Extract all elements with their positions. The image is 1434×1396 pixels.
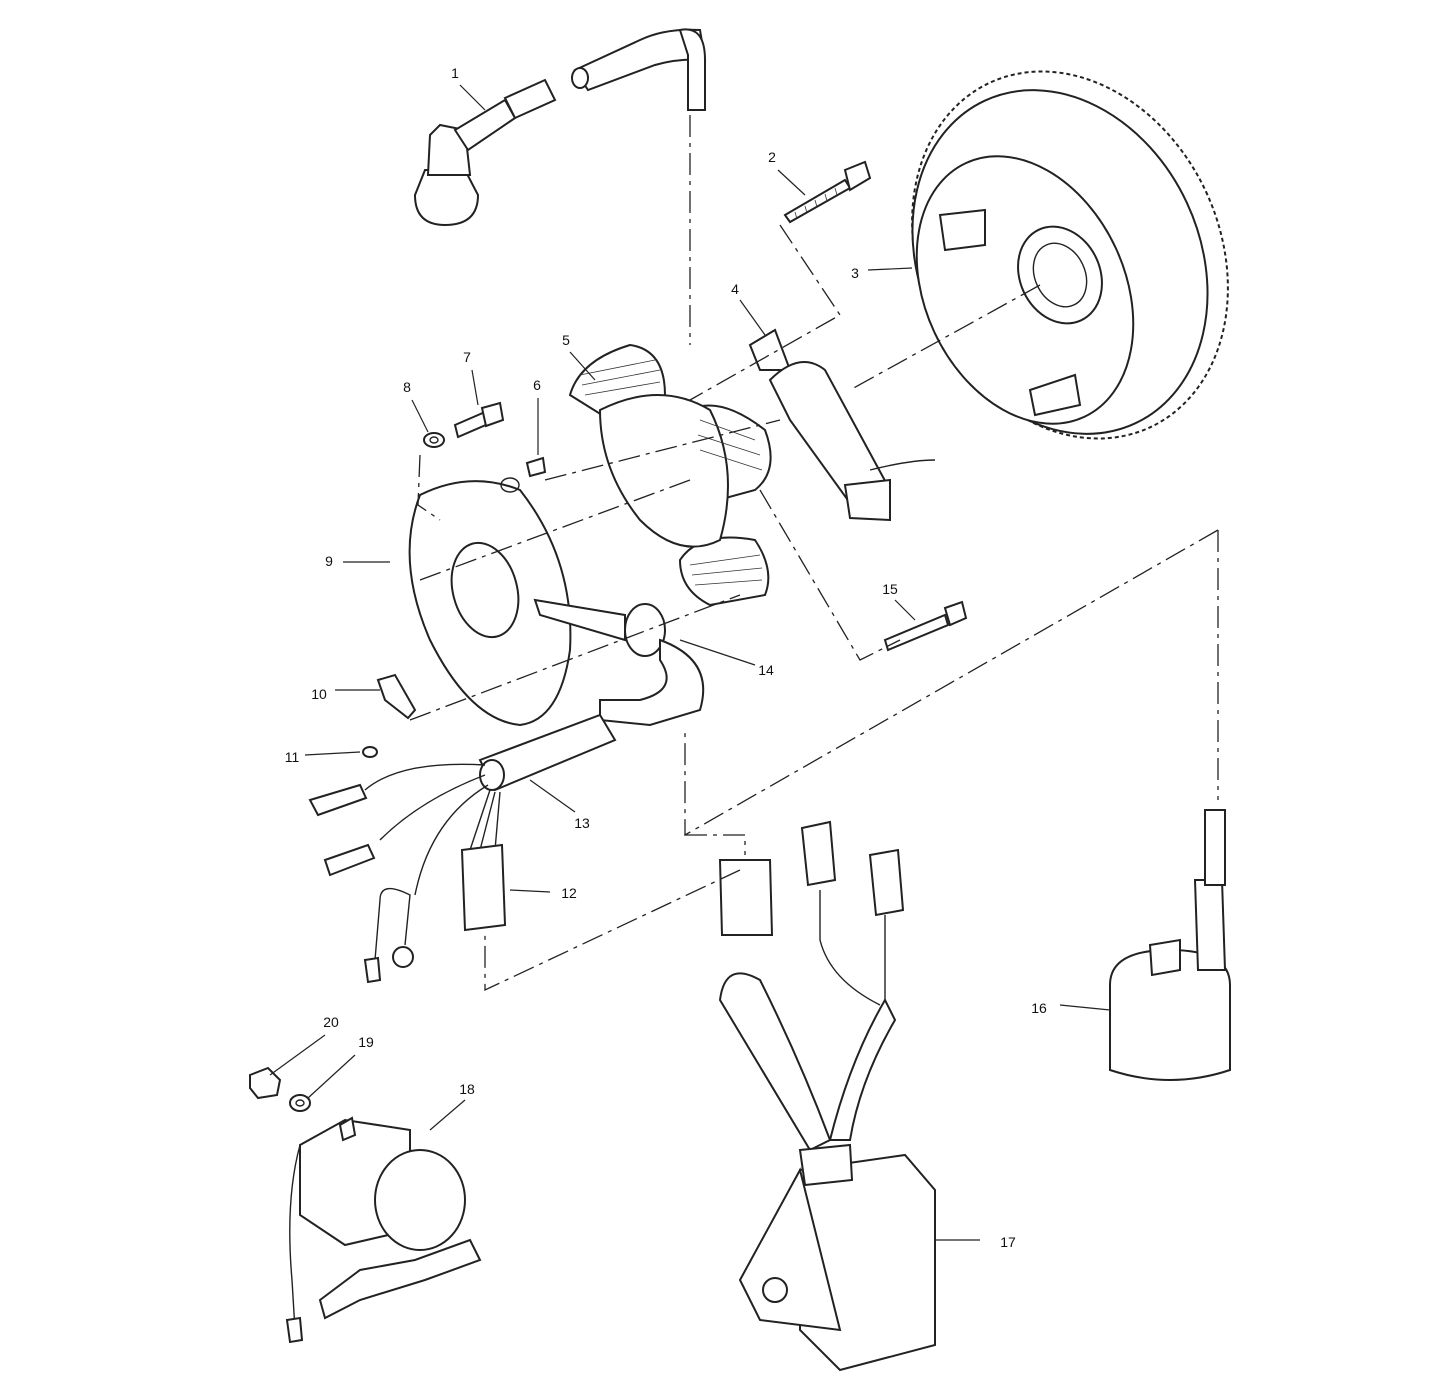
cdi-box <box>718 820 936 1372</box>
screws-6-7-8 <box>423 401 547 478</box>
pulser-coil <box>748 328 936 522</box>
callout-6: 6 <box>533 377 541 393</box>
callout-12: 12 <box>561 885 577 901</box>
starter-solenoid <box>285 1116 482 1344</box>
callout-10: 10 <box>311 686 327 702</box>
callout-5: 5 <box>562 332 570 348</box>
callout-15: 15 <box>882 581 898 597</box>
callout-11: 11 <box>285 749 300 765</box>
callout-20: 20 <box>323 1014 339 1030</box>
callout-14: 14 <box>758 662 774 678</box>
spark-plug-cap <box>413 28 707 227</box>
callout-8: 8 <box>403 379 411 395</box>
callout-19: 19 <box>358 1034 374 1050</box>
wire-harness <box>308 598 705 984</box>
flywheel <box>911 70 1229 440</box>
callout-17: 17 <box>1000 1234 1016 1250</box>
callout-3: 3 <box>851 265 859 281</box>
callout-13: 13 <box>574 815 590 831</box>
bolt-15 <box>883 600 968 652</box>
callout-4: 4 <box>731 281 739 297</box>
stator <box>568 343 772 607</box>
ignition-coil <box>1109 809 1231 1081</box>
washer-and-nut <box>249 1066 311 1112</box>
callout-2: 2 <box>768 149 776 165</box>
leader-lines <box>269 84 1111 1241</box>
stator-plate <box>408 477 572 727</box>
callout-18: 18 <box>459 1081 475 1097</box>
assembly-lines <box>409 115 1219 992</box>
callout-1: 1 <box>451 65 459 81</box>
callout-7: 7 <box>463 349 471 365</box>
clamp-and-screw <box>362 673 417 758</box>
callout-16: 16 <box>1031 1000 1047 1016</box>
callout-9: 9 <box>325 553 333 569</box>
bolt-2 <box>783 160 872 224</box>
